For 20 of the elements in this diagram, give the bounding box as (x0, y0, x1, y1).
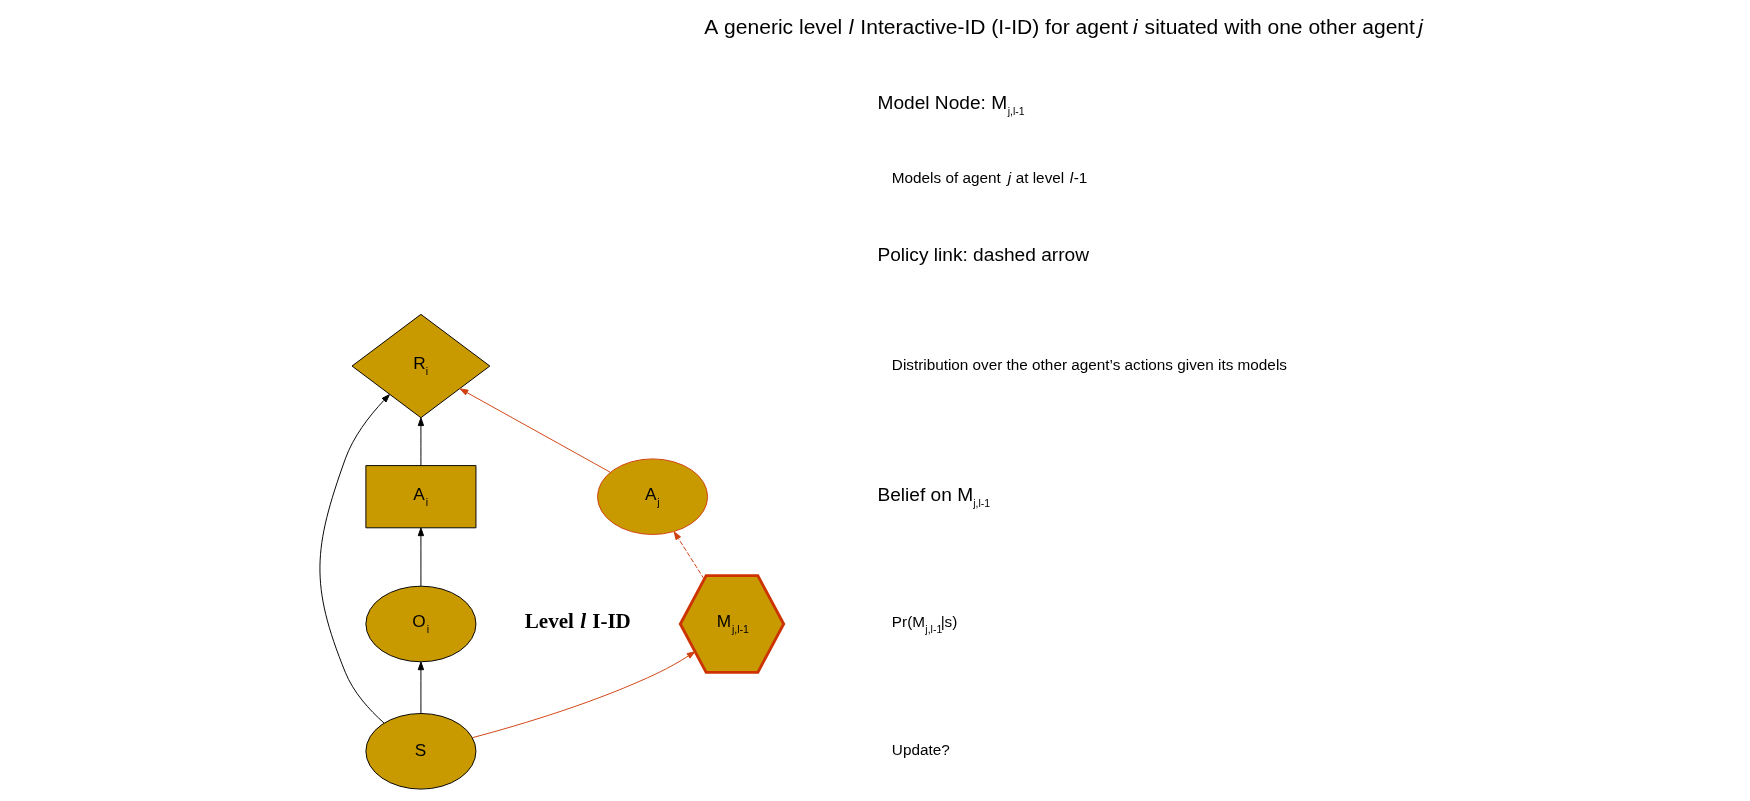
arrow (417, 417, 424, 467)
label: Distribution over the other agent’s actions given its models (891, 355, 1287, 373)
node-box: A$_{i}$ (364, 465, 476, 529)
label: Level l I-ID (524, 609, 631, 634)
arrow (417, 527, 424, 587)
arrow (318, 394, 390, 724)
label: Model Node: M$_{j,l-1}$ (876, 91, 1025, 117)
label: Models of agent j at level l-1 (891, 169, 1087, 187)
label: Belief on M$_{j,l-1}$ (876, 483, 990, 509)
node-ellipse: O$_{i}$ (364, 585, 476, 663)
node-ellipse: A$_{j}$ (596, 458, 708, 535)
label: Pr(M$_{j,l-1}$|s) (891, 612, 957, 635)
label: Update? (891, 740, 950, 758)
node-diamond: R$_{i}$ (351, 313, 490, 419)
arrow (459, 388, 611, 473)
node-ellipse: S (364, 713, 476, 790)
arrow (417, 661, 424, 714)
label: Policy link: dashed arrow (876, 243, 1089, 265)
arrow (673, 531, 705, 580)
arrow (471, 651, 695, 739)
